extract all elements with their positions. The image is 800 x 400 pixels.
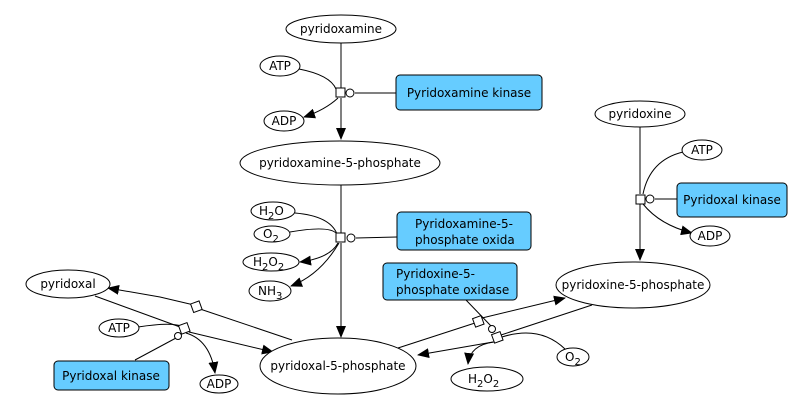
node-adp[interactable]: ADP	[689, 225, 731, 247]
svg-text:pyridoxine-5-phosphate: pyridoxine-5-phosphate	[562, 278, 705, 292]
enzyme-pyridoxamine-5-phosphate-oxidase[interactable]: Pyridoxamine-5- phosphate oxida	[396, 211, 532, 251]
svg-text:Pyridoxamine kinase: Pyridoxamine kinase	[407, 86, 531, 100]
reaction-square	[335, 87, 346, 98]
svg-text:ADP: ADP	[698, 229, 723, 243]
svg-text:ATP: ATP	[691, 143, 713, 157]
svg-text:ATP: ATP	[108, 321, 130, 335]
svg-text:Pyridoxal kinase: Pyridoxal kinase	[683, 193, 781, 207]
svg-text:NH3: NH3	[258, 284, 282, 302]
node-atp[interactable]: ATP	[681, 139, 723, 161]
svg-text:ATP: ATP	[269, 59, 291, 73]
svg-text:Pyridoxal kinase: Pyridoxal kinase	[62, 369, 160, 383]
node-pyridoxamine-5-phosphate[interactable]: pyridoxamine-5-phosphate	[239, 140, 441, 186]
svg-text:pyridoxal: pyridoxal	[40, 277, 95, 291]
node-adp[interactable]: ADP	[263, 110, 305, 132]
svg-text:pyridoxamine-5-phosphate: pyridoxamine-5-phosphate	[259, 156, 421, 170]
svg-text:ADP: ADP	[272, 114, 297, 128]
catalysis-circle	[174, 332, 182, 340]
node-o2[interactable]: O2	[556, 347, 590, 368]
svg-text:pyridoxal-5-phosphate: pyridoxal-5-phosphate	[270, 359, 405, 373]
reaction-square	[189, 300, 203, 314]
enzyme-pyridoxal-kinase-right[interactable]: Pyridoxal kinase	[676, 182, 788, 218]
reaction-square	[490, 330, 504, 344]
svg-text:H2O: H2O	[259, 204, 284, 222]
node-pyridoxal[interactable]: pyridoxal	[25, 269, 111, 299]
node-nh3[interactable]: NH3	[248, 280, 292, 302]
svg-text:pyridoxine: pyridoxine	[609, 107, 672, 121]
node-adp[interactable]: ADP	[199, 374, 239, 394]
node-pyridoxine-5-phosphate[interactable]: pyridoxine-5-phosphate	[555, 261, 711, 309]
node-pyridoxamine[interactable]: pyridoxamine	[285, 14, 397, 44]
svg-text:H2O2: H2O2	[468, 372, 499, 390]
edges	[94, 43, 693, 374]
catalysis-circle	[345, 88, 355, 98]
reaction-nodes	[174, 87, 655, 344]
reaction-square	[635, 194, 646, 205]
enzyme-pyridoxamine-kinase[interactable]: Pyridoxamine kinase	[395, 74, 543, 111]
svg-text:pyridoxamine: pyridoxamine	[300, 22, 382, 36]
svg-text:Pyridoxamine-5-: Pyridoxamine-5-	[415, 217, 513, 231]
reaction-square	[335, 232, 346, 243]
catalysis-circle	[488, 325, 496, 333]
svg-text:ADP: ADP	[207, 377, 232, 391]
node-h2o[interactable]: H2O	[250, 201, 296, 222]
svg-text:Pyridoxine-5-: Pyridoxine-5-	[396, 267, 475, 281]
node-h2o2[interactable]: H2O2	[450, 366, 524, 392]
svg-text:O2: O2	[263, 227, 279, 245]
catalysis-circle	[346, 233, 356, 243]
node-atp[interactable]: ATP	[98, 318, 140, 338]
node-pyridoxine[interactable]: pyridoxine	[594, 100, 686, 128]
node-o2[interactable]: O2	[253, 225, 291, 245]
enzyme-pyridoxal-kinase-left[interactable]: Pyridoxal kinase	[53, 360, 170, 391]
node-h2o2[interactable]: H2O2	[242, 252, 300, 273]
svg-text:phosphate oxidase: phosphate oxidase	[396, 283, 509, 297]
catalysis-circle	[645, 194, 655, 204]
reaction-square	[471, 314, 485, 328]
enzyme-pyridoxine-5-phosphate-oxidase[interactable]: Pyridoxine-5- phosphate oxidase	[382, 262, 518, 301]
node-atp[interactable]: ATP	[259, 55, 301, 77]
svg-text:phosphate oxida: phosphate oxida	[415, 233, 515, 247]
node-pyridoxal-5-phosphate[interactable]: pyridoxal-5-phosphate	[259, 337, 417, 395]
svg-text:O2: O2	[565, 350, 581, 368]
reaction-square	[177, 321, 191, 335]
svg-text:H2O2: H2O2	[253, 255, 284, 273]
